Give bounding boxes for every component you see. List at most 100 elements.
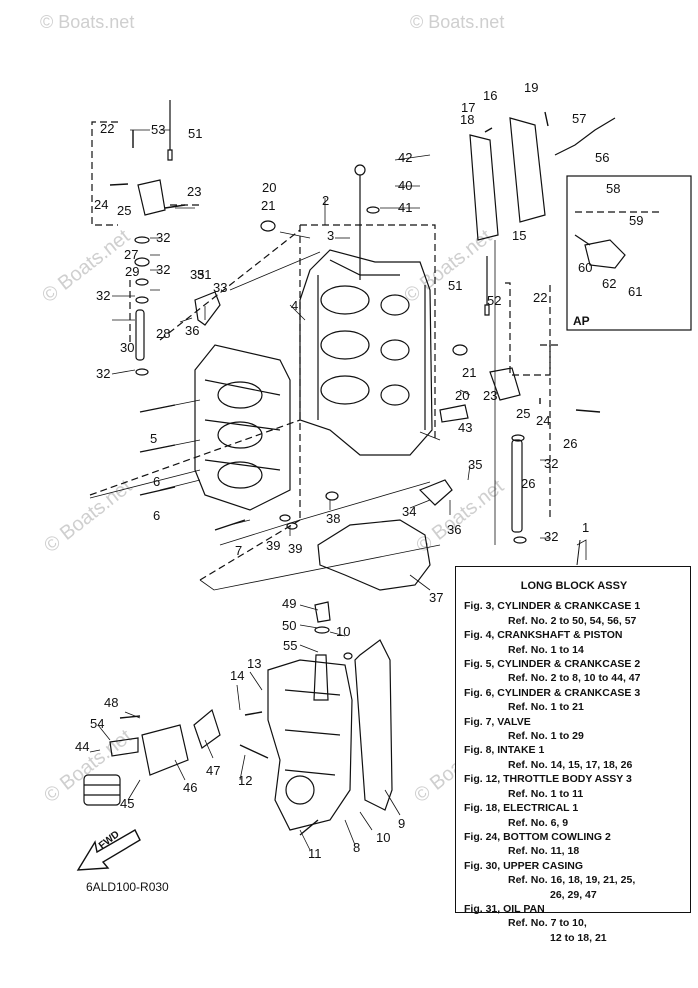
callout-number: 49 [282,596,296,611]
callout-number: 5 [150,431,157,446]
callout-number: 32 [156,262,170,277]
callout-number: 39 [266,538,280,553]
callout-number: 24 [536,413,550,428]
callout-number: 1 [582,520,589,535]
long-block-ref: Ref. No. 2 to 8, 10 to 44, 47 [508,672,641,685]
long-block-fig: Fig. 4, CRANKSHAFT & PISTON [464,629,623,642]
callout-number: 55 [283,638,297,653]
oil-pan-gasket [354,639,393,811]
callout-number: 27 [124,247,138,262]
callout-number: 16 [483,88,497,103]
callout-number: 50 [282,618,296,633]
tube-30 [135,309,145,361]
o-rings [134,206,527,660]
callout-number: 9 [398,816,405,831]
ap-fitting [584,239,626,269]
sensor-51-top [167,100,173,161]
callout-number: 35 [190,267,204,282]
long-block-fig: Fig. 24, BOTTOM COWLING 2 [464,830,611,843]
long-block-fig: Fig. 31, OIL PAN [464,902,545,915]
callout-number: 58 [606,181,620,196]
long-block-ref: Ref. No. 14, 15, 17, 18, 26 [508,758,633,771]
cylinder-block [299,164,433,456]
sensor-56 [554,117,616,156]
callout-number: 46 [183,780,197,795]
tube-28 [511,439,523,533]
long-block-ref: Ref. No. 6, 9 [508,816,569,829]
callout-number: 47 [206,763,220,778]
callout-number: 45 [120,796,134,811]
callout-number: 37 [429,590,443,605]
cover-43 [439,404,469,423]
cylinder-head-gasket [317,519,431,591]
callout-number: 8 [353,840,360,855]
exhaust-cover [509,117,546,223]
bolts [109,111,601,836]
long-block-fig: Fig. 6, CYLINDER & CRANKCASE 3 [464,686,641,699]
callout-number: 23 [483,388,497,403]
callout-number: 22 [100,121,114,136]
callout-number: 57 [572,111,586,126]
callout-number: 6 [153,474,160,489]
callout-number: 39 [288,541,302,556]
long-block-ref: Ref. No. 1 to 11 [508,787,584,800]
callout-number: 21 [261,198,275,213]
long-block-ref: Ref. No. 1 to 21 [508,701,584,714]
oil-filter-assembly [83,708,221,806]
callout-number: 32 [544,529,558,544]
callout-number: 32 [544,456,558,471]
callout-number: 22 [533,290,547,305]
callout-number: 24 [94,197,108,212]
long-block-ref: 26, 29, 47 [550,888,597,901]
callout-number: 29 [125,264,139,279]
callout-number: 6 [153,508,160,523]
callout-number: 35 [468,457,482,472]
exhaust-cover-gasket [469,134,499,241]
bracket-33 [194,291,221,326]
callout-numbers: 1234566789101011121314151617181920202121… [75,80,643,861]
callout-number: 34 [402,504,416,519]
callout-number: 51 [188,126,202,141]
callout-number: 15 [512,228,526,243]
long-block-ref: Ref. No. 2 to 50, 54, 56, 57 [508,614,637,627]
callout-number: 13 [247,656,261,671]
oil-filler [314,601,331,623]
callout-number: 36 [185,323,199,338]
callout-number: 52 [487,293,501,308]
callout-number: 17 [461,100,475,115]
callout-number: 51 [448,278,462,293]
long-block-fig: Fig. 5, CYLINDER & CRANKCASE 2 [464,658,641,671]
callout-number: 14 [230,668,244,683]
callout-number: 26 [563,436,577,451]
long-block-fig: Fig. 3, CYLINDER & CRANKCASE 1 [464,600,641,613]
callout-number: 10 [376,830,390,845]
callout-number: 2 [322,193,329,208]
callout-number: 7 [235,543,242,558]
long-block-fig: Fig. 12, THROTTLE BODY ASSY 3 [464,773,632,786]
oil-pan [267,654,353,831]
callout-number: 42 [398,150,412,165]
long-block-ref: Ref. No. 7 to 10, [508,917,587,930]
callout-number: 20 [455,388,469,403]
callout-number: 61 [628,284,642,299]
callout-number: 32 [156,230,170,245]
bracket-34 [418,479,453,506]
long-block-ref: 12 to 18, 21 [550,931,607,944]
callout-number: 23 [187,184,201,199]
callout-number: 18 [460,112,474,127]
callout-number: 32 [96,366,110,381]
callout-number: 32 [96,288,110,303]
long-block-title: LONG BLOCK ASSY [520,580,628,592]
callout-number: 20 [262,180,276,195]
ap-label: AP [573,314,590,328]
callout-number: 43 [458,420,472,435]
callout-number: 4 [291,298,298,313]
callout-number: 26 [521,476,535,491]
callout-number: 25 [117,203,131,218]
callout-number: 36 [447,522,461,537]
callout-number: 60 [578,260,592,275]
long-block-leader [576,539,581,566]
long-block-fig: Fig. 18, ELECTRICAL 1 [464,802,579,815]
